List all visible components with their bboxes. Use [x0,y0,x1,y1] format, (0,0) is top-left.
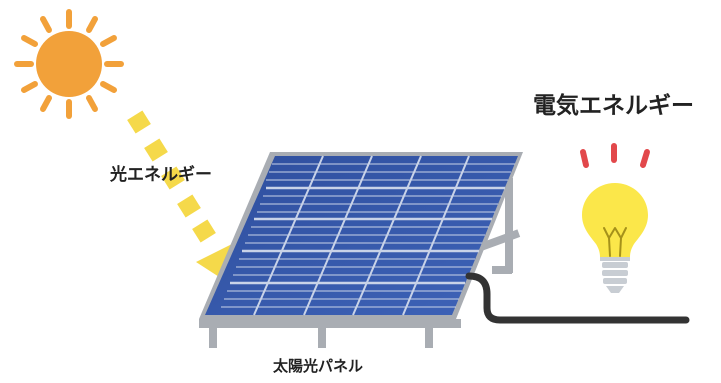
solar-panel-icon [199,152,523,319]
bulb-base-ring-2 [602,270,628,276]
electric-energy-label: 電気エネルギー [533,93,694,119]
cable-line [465,272,690,324]
sun-rays [14,9,124,119]
bulb-glass [582,183,648,257]
light-bulb-icon [582,183,648,293]
bulb-base-ring-3 [603,278,627,284]
bulb-tip [606,286,624,293]
dashed-arrow-icon [127,110,232,284]
bulb-filament [603,227,627,257]
bulb-glow-marks [580,143,650,168]
bulb-base-ring-1 [602,262,628,268]
panel-back-supports [479,178,521,274]
solar-panel-label: 太陽光パネル [273,357,364,375]
sun-disc [36,31,102,97]
bulb-base-top [600,257,630,261]
panel-base [199,319,461,348]
light-energy-label: 光エネルギー [110,165,212,185]
panel-grid [221,155,515,316]
sun-icon [14,9,124,119]
